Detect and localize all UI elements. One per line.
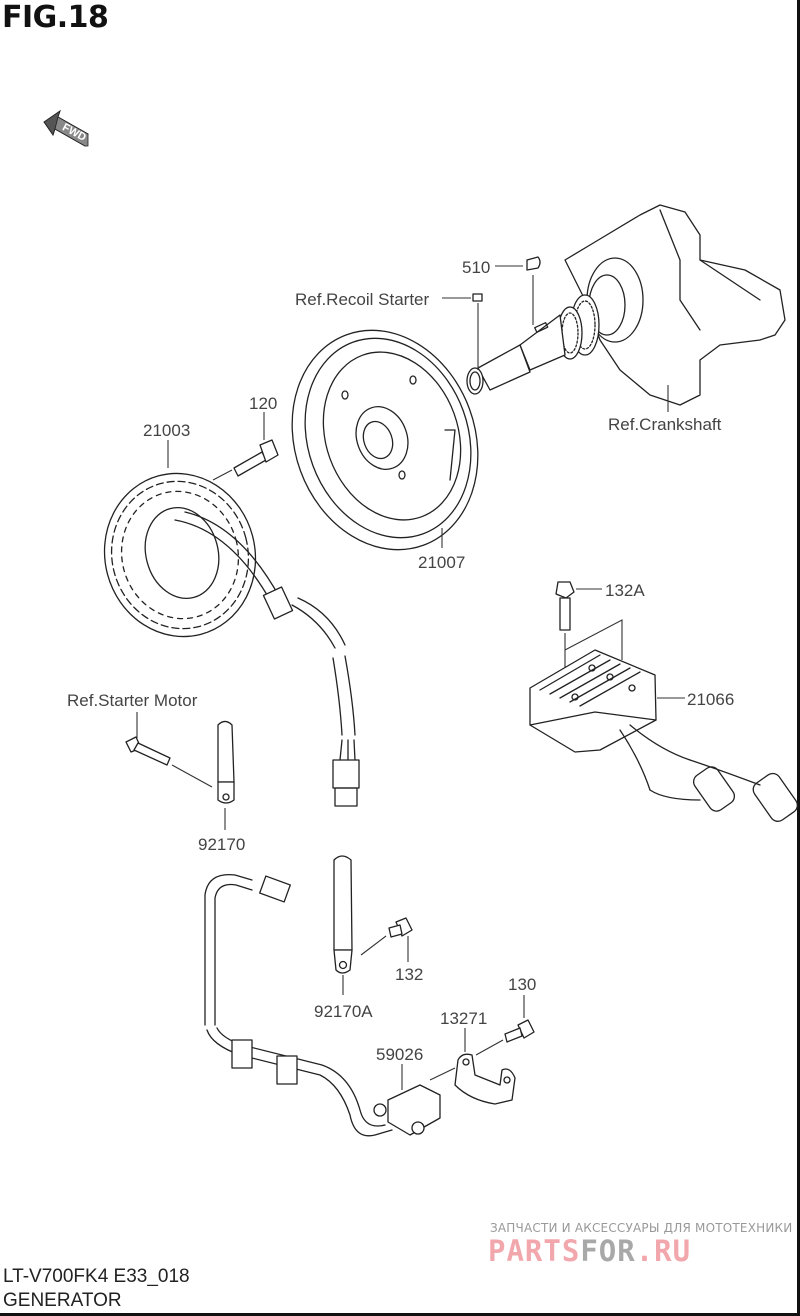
fwd-label: FWD xyxy=(60,121,88,143)
forward-arrow-icon: FWD xyxy=(43,109,89,147)
callout-ref-crankshaft[interactable]: Ref.Crankshaft xyxy=(608,415,722,434)
callout-92170A[interactable]: 92170A xyxy=(314,1002,373,1021)
callout-510[interactable]: 510 xyxy=(462,258,490,277)
speed-sensor-harness xyxy=(204,874,393,1137)
starter-motor-bolt xyxy=(125,736,171,766)
callout-120[interactable]: 120 xyxy=(249,394,277,413)
recoil-starter-pin xyxy=(472,293,483,302)
crankshaft-drawing xyxy=(466,204,786,406)
callout-59026[interactable]: 59026 xyxy=(376,1045,423,1064)
figure-number: FIG.18 xyxy=(2,0,109,35)
watermark-logo: PARTSFOR.RU xyxy=(488,1234,691,1268)
bolt-132 xyxy=(388,917,413,938)
callout-132[interactable]: 132 xyxy=(395,965,423,984)
watermark-logo-ru: .RU xyxy=(635,1234,692,1268)
stator-wire-harness xyxy=(262,586,360,807)
callout-13271[interactable]: 13271 xyxy=(440,1009,487,1028)
bolt-120 xyxy=(233,439,279,477)
woodruff-key-510 xyxy=(526,256,541,271)
bolt-130 xyxy=(504,1019,535,1043)
watermark-tagline: ЗАПЧАСТИ И АКСЕССУАРЫ ДЛЯ МОТОТЕХНИКИ xyxy=(490,1221,793,1235)
regulator-rectifier-21066 xyxy=(529,649,798,822)
callout-21003[interactable]: 21003 xyxy=(143,421,190,440)
callout-ref-recoil-starter[interactable]: Ref.Recoil Starter xyxy=(295,290,429,309)
callout-132A[interactable]: 132A xyxy=(605,581,645,600)
ground-lead-92170A xyxy=(333,855,353,974)
callout-21066[interactable]: 21066 xyxy=(687,690,734,709)
section-title: GENERATOR xyxy=(3,1290,122,1311)
ground-lead-92170 xyxy=(217,720,235,804)
rotor-flywheel-21007 xyxy=(291,329,479,551)
callout-ref-starter-motor[interactable]: Ref.Starter Motor xyxy=(67,691,198,710)
model-code: LT-V700FK4 E33_018 xyxy=(3,1266,190,1287)
callout-92170[interactable]: 92170 xyxy=(198,835,245,854)
stator-21003 xyxy=(103,472,281,638)
speed-sensor-59026 xyxy=(373,1084,441,1136)
bolt-132A xyxy=(555,581,575,631)
clamp-bracket-13271 xyxy=(454,1053,516,1105)
callout-130[interactable]: 130 xyxy=(508,975,536,994)
callout-21007[interactable]: 21007 xyxy=(418,553,465,572)
watermark-logo-for: FOR xyxy=(580,1234,636,1268)
watermark-logo-parts: PARTS xyxy=(488,1234,581,1268)
